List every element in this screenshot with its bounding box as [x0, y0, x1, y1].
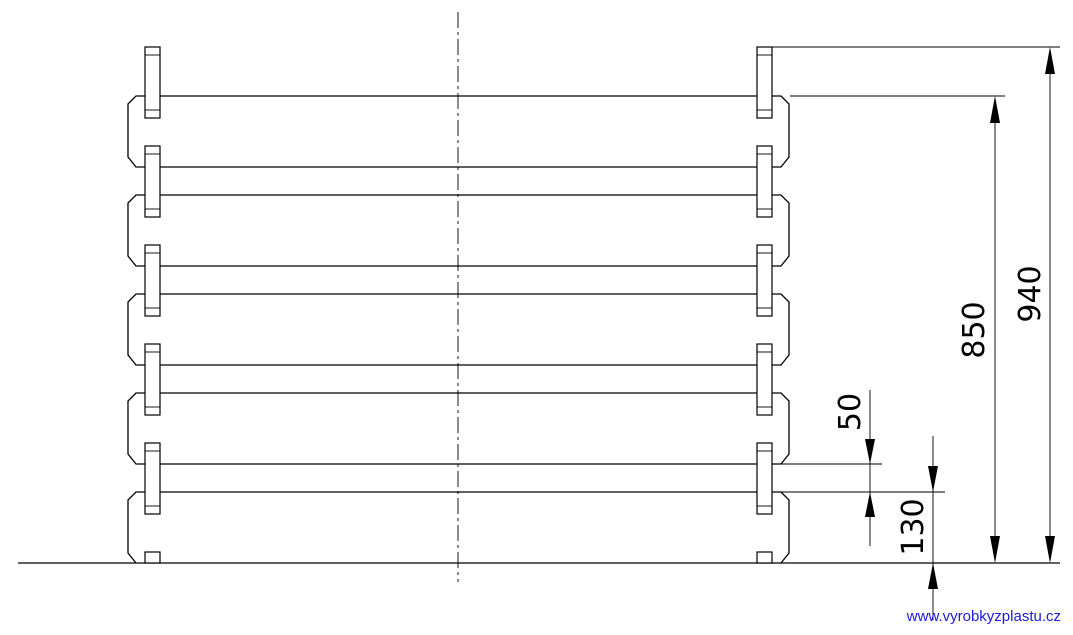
left-post [144, 46, 161, 119]
arrow-up-icon [990, 96, 1000, 123]
right-post [756, 145, 773, 218]
dimension-label-850: 850 [957, 301, 992, 358]
left-post [144, 145, 161, 218]
left-post [144, 442, 161, 515]
arrow-down-icon [928, 466, 938, 492]
website-link[interactable]: www.vyrobkyzplastu.cz [906, 608, 1061, 625]
dimension-940: 940 [1013, 47, 1055, 563]
dimension-label-130: 130 [896, 498, 931, 555]
right-post [756, 442, 773, 515]
extension-lines [772, 46, 1060, 493]
arrow-down-icon [990, 536, 1000, 563]
arrow-up-icon [928, 563, 938, 589]
arrow-up-icon [865, 492, 875, 517]
dimension-label-940: 940 [1013, 265, 1048, 322]
right-post [756, 343, 773, 416]
arrow-up-icon [1045, 47, 1055, 74]
right-post-foot [756, 551, 773, 564]
left-post-foot [144, 551, 161, 564]
dimension-label-50: 50 [833, 393, 868, 431]
dimension-50: 50 [833, 390, 875, 546]
arrow-down-icon [865, 439, 875, 464]
right-side-profile [756, 46, 790, 564]
dimension-130: 130 [896, 436, 938, 620]
arrow-down-icon [1045, 536, 1055, 563]
left-post [144, 244, 161, 317]
dimension-850: 850 [957, 96, 1000, 563]
right-post [756, 244, 773, 317]
right-post [756, 46, 773, 119]
left-side-profile [127, 46, 161, 564]
left-post [144, 343, 161, 416]
board-slats [160, 95, 757, 493]
